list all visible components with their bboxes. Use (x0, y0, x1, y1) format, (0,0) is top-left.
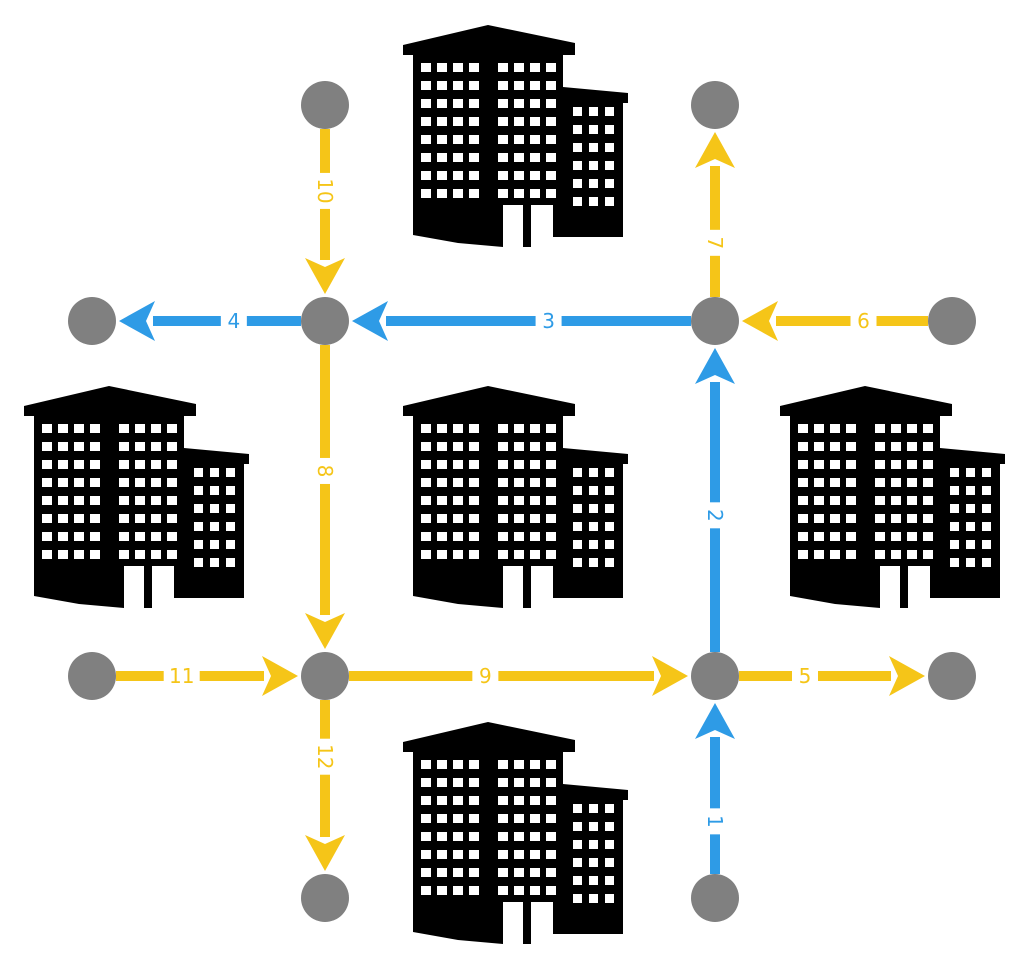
edge-1 (695, 703, 735, 874)
office-building-icon (780, 386, 1005, 608)
node-n2 (691, 81, 739, 129)
edge-label-6: 6 (850, 309, 877, 333)
arrowhead-icon (305, 613, 345, 649)
node-n11 (928, 652, 976, 700)
edge-label-12: 12 (313, 738, 337, 775)
edge-label-halo (792, 667, 818, 685)
edge-label-4: 4 (220, 309, 247, 333)
edge-3 (352, 301, 691, 341)
edge-label-text: 9 (479, 664, 492, 688)
edge-2 (695, 348, 735, 652)
buildings-layer (24, 25, 1005, 944)
node-n1 (301, 81, 349, 129)
arrowhead-icon (352, 301, 388, 341)
edge-label-11: 11 (163, 664, 200, 688)
edge-label-text: 2 (703, 509, 727, 522)
arrowhead-icon (305, 258, 345, 294)
arrowhead-icon (652, 656, 688, 696)
edge-label-halo (472, 667, 499, 685)
edge-label-halo (316, 457, 334, 484)
node-n13 (691, 874, 739, 922)
node-n5 (301, 297, 349, 345)
edge-10 (305, 129, 345, 294)
edge-label-10: 10 (313, 172, 337, 209)
arrowhead-icon (742, 301, 778, 341)
edge-label-text: 10 (313, 178, 337, 203)
node-n7 (928, 297, 976, 345)
edge-7 (695, 132, 735, 297)
node-n9 (301, 652, 349, 700)
node-n4 (68, 297, 116, 345)
edge-label-text: 5 (799, 664, 812, 688)
edge-label-halo (706, 502, 724, 529)
edge-label-halo (850, 312, 877, 330)
office-building-icon (403, 25, 628, 247)
edge-label-text: 11 (169, 664, 194, 688)
edge-label-halo (220, 312, 247, 330)
arrowhead-icon (695, 132, 735, 168)
edge-5 (739, 656, 925, 696)
edge-label-9: 9 (472, 664, 499, 688)
node-n10 (691, 652, 739, 700)
office-building-icon (403, 722, 628, 944)
edge-label-text: 7 (703, 236, 727, 249)
node-n8 (68, 652, 116, 700)
edge-label-8: 8 (313, 457, 337, 484)
edge-label-halo (706, 229, 724, 256)
edge-label-1: 1 (703, 808, 727, 835)
edge-12 (305, 700, 345, 871)
edge-label-5: 5 (792, 664, 818, 688)
edge-label-halo (706, 808, 724, 835)
edge-label-7: 7 (703, 229, 727, 256)
arrowhead-icon (305, 835, 345, 871)
office-building-icon (403, 386, 628, 608)
edge-11 (116, 656, 298, 696)
edge-label-text: 3 (542, 309, 555, 333)
edge-8 (305, 345, 345, 649)
office-building-icon (24, 386, 249, 608)
arrowhead-icon (695, 348, 735, 384)
edge-label-halo (535, 312, 562, 330)
arrowhead-icon (695, 703, 735, 739)
edge-label-3: 3 (535, 309, 562, 333)
edge-label-text: 8 (313, 465, 337, 478)
arrowhead-icon (119, 301, 155, 341)
edge-4 (119, 301, 301, 341)
edge-label-text: 1 (703, 815, 727, 828)
nodes-layer (68, 81, 976, 922)
edge-label-text: 4 (227, 309, 240, 333)
edge-9 (349, 656, 688, 696)
arrowhead-icon (262, 656, 298, 696)
node-n6 (691, 297, 739, 345)
edge-label-halo (163, 667, 200, 685)
arrowhead-icon (889, 656, 925, 696)
edge-label-text: 12 (313, 744, 337, 769)
edge-label-halo (316, 738, 334, 775)
edge-label-text: 6 (857, 309, 870, 333)
edge-label-halo (316, 172, 334, 209)
edge-label-2: 2 (703, 502, 727, 529)
edge-6 (742, 301, 928, 341)
node-n12 (301, 874, 349, 922)
